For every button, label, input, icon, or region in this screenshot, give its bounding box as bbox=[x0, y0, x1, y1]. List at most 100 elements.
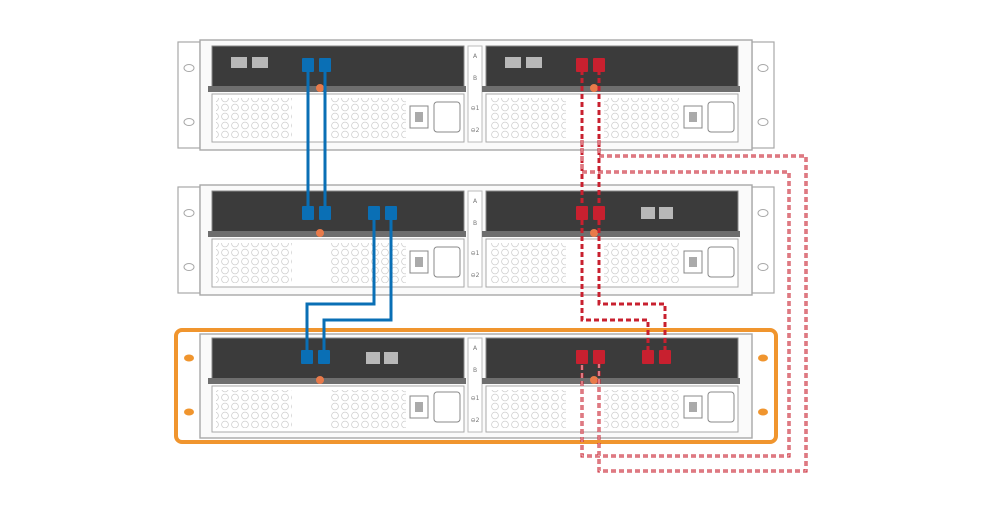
iom-handle bbox=[208, 231, 466, 237]
rack-ear-left bbox=[177, 41, 201, 149]
fan-grille bbox=[330, 390, 406, 428]
connector-red bbox=[659, 350, 671, 364]
mount-hole bbox=[758, 408, 768, 416]
power-inlet bbox=[707, 391, 735, 423]
mount-hole bbox=[183, 263, 195, 271]
connector-blue bbox=[319, 58, 331, 72]
power-switch-rocker bbox=[689, 112, 697, 122]
fan-grille bbox=[604, 243, 680, 283]
power-switch-rocker bbox=[415, 402, 423, 412]
cable-red-shelf2-shelf3-a[interactable] bbox=[580, 220, 650, 352]
fan-grille bbox=[604, 390, 680, 428]
iom-handle bbox=[482, 231, 740, 237]
shelf-3: A B ⊖1 ⊖2 bbox=[174, 328, 778, 444]
power-switch-rocker bbox=[689, 402, 697, 412]
iom-label-mid: B bbox=[473, 367, 477, 374]
fan-grille bbox=[330, 98, 406, 138]
iom-handle bbox=[482, 86, 740, 92]
power-inlet bbox=[433, 391, 461, 423]
iom-label-port-1: ⊖1 bbox=[471, 250, 480, 257]
center-divider bbox=[467, 190, 483, 288]
iom-window-square bbox=[231, 57, 247, 68]
cable-red-inner bbox=[581, 140, 790, 457]
iom-handle bbox=[208, 86, 466, 92]
iom-handle bbox=[208, 378, 466, 384]
mount-hole bbox=[757, 209, 769, 217]
connector-red bbox=[576, 350, 588, 364]
fan-grille bbox=[216, 98, 292, 138]
power-switch-rocker bbox=[415, 257, 423, 267]
iom-window-square bbox=[526, 57, 542, 68]
connector-red bbox=[593, 206, 605, 220]
iom-label-port-2: ⊖2 bbox=[471, 272, 480, 279]
mount-hole bbox=[757, 64, 769, 72]
power-inlet bbox=[707, 101, 735, 133]
center-divider bbox=[467, 337, 483, 433]
iom-label-top: A bbox=[473, 345, 478, 352]
blue-connectors bbox=[301, 58, 397, 364]
iom-right bbox=[485, 45, 739, 89]
connector-red bbox=[576, 58, 588, 72]
iom-handle bbox=[482, 378, 740, 384]
iom-window-square bbox=[252, 57, 268, 68]
iom-window-square bbox=[505, 57, 521, 68]
latch-knob bbox=[590, 229, 598, 237]
fan-grille bbox=[604, 98, 680, 138]
cable-blue-shelf2-shelf3-b[interactable] bbox=[322, 218, 393, 352]
mount-hole bbox=[184, 408, 194, 416]
power-switch-rocker bbox=[689, 257, 697, 267]
connector-blue bbox=[318, 350, 330, 364]
power-inlet bbox=[433, 101, 461, 133]
fan-grille bbox=[490, 98, 566, 138]
connector-blue bbox=[385, 206, 397, 220]
connector-blue bbox=[302, 58, 314, 72]
iom-window-square bbox=[659, 207, 673, 219]
iom-left bbox=[211, 45, 465, 89]
connector-red bbox=[642, 350, 654, 364]
iom-right bbox=[485, 190, 739, 234]
mount-hole bbox=[183, 118, 195, 126]
power-inlet bbox=[707, 246, 735, 278]
latch-knob bbox=[316, 376, 324, 384]
fan-grille bbox=[490, 243, 566, 283]
shelf-1: A B ⊖1 ⊖2 bbox=[177, 39, 775, 151]
iom-window-square bbox=[366, 352, 380, 364]
iom-label-mid: B bbox=[473, 220, 477, 227]
latch-knob bbox=[590, 84, 598, 92]
iom-label-port-1: ⊖1 bbox=[471, 395, 480, 402]
cable-blue-shelf2-shelf3-a[interactable] bbox=[305, 218, 376, 352]
latch-knob bbox=[590, 376, 598, 384]
latch-knob bbox=[316, 84, 324, 92]
iom-window-square bbox=[641, 207, 655, 219]
fan-grille bbox=[330, 243, 406, 283]
iom-left bbox=[211, 190, 465, 234]
iom-left bbox=[211, 337, 465, 381]
mount-hole bbox=[183, 209, 195, 217]
center-divider bbox=[467, 45, 483, 143]
power-inlet bbox=[433, 246, 461, 278]
mount-hole bbox=[184, 354, 194, 362]
mount-hole bbox=[757, 263, 769, 271]
rack-ear-left bbox=[177, 186, 201, 294]
iom-label-top: A bbox=[473, 198, 478, 205]
connector-blue bbox=[302, 206, 314, 220]
red-cable-highlights bbox=[581, 140, 807, 472]
connector-red bbox=[593, 58, 605, 72]
iom-window-square bbox=[384, 352, 398, 364]
rack-ear-right bbox=[751, 186, 775, 294]
latch-knob bbox=[316, 229, 324, 237]
shelf-highlight bbox=[174, 328, 778, 444]
connector-red bbox=[576, 206, 588, 220]
cable-red-shelf2-shelf3-b[interactable] bbox=[597, 220, 667, 352]
iom-right bbox=[485, 337, 739, 381]
iom-label-top: A bbox=[473, 53, 478, 60]
iom-label-mid: B bbox=[473, 75, 477, 82]
rack-ear-right bbox=[751, 41, 775, 149]
mount-hole bbox=[757, 118, 769, 126]
iom-label-port-1: ⊖1 bbox=[471, 105, 480, 112]
connector-blue bbox=[319, 206, 331, 220]
cable-red-inner bbox=[598, 140, 807, 472]
blue-cables bbox=[305, 70, 393, 352]
